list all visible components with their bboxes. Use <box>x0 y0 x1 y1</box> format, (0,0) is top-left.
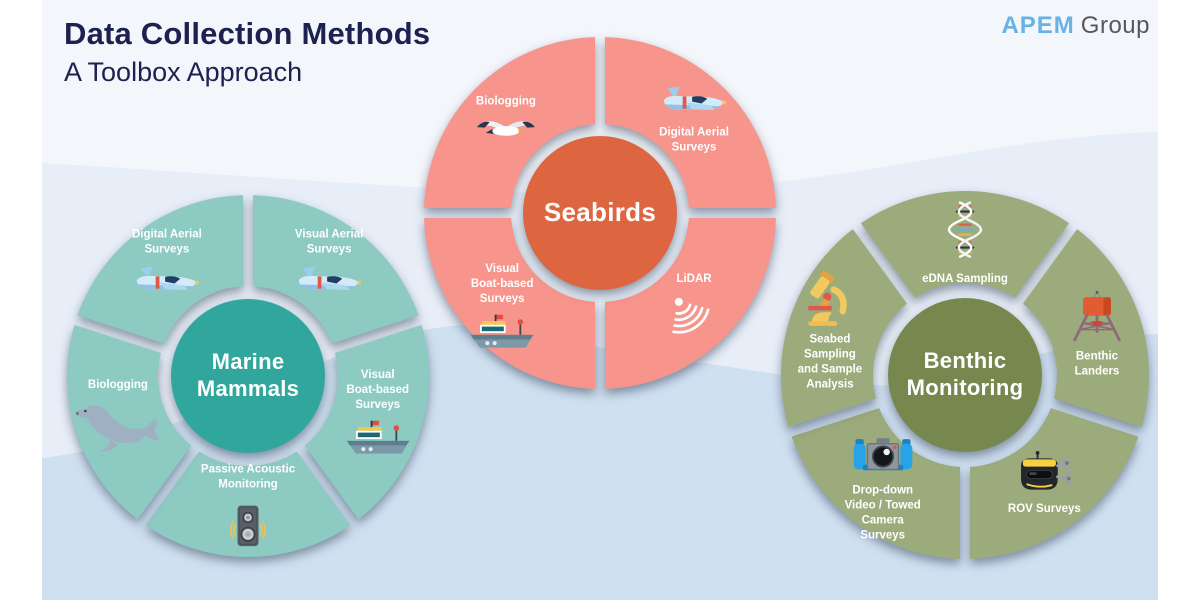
segment-label: Biologging <box>475 95 536 108</box>
wheel-ring-seabirds <box>424 37 776 389</box>
segment-biologging <box>424 37 595 208</box>
lidar-icon <box>669 292 719 342</box>
center-circle-benthic-monitoring <box>888 298 1042 452</box>
segment-label: LiDAR <box>676 273 712 286</box>
segment-label: Seabed Sampling and Sample Analysis <box>797 333 863 391</box>
wheel-title-benthic-monitoring: Benthic Monitoring <box>906 348 1024 400</box>
segment-visual-boat-based-surveys <box>304 324 429 520</box>
segment-content-seabed-sampling-and-sample-analysis: Seabed Sampling and Sample Analysis <box>764 270 896 393</box>
segment-content-passive-acoustic-monitoring: Passive Acoustic Monitoring <box>182 463 314 556</box>
seal-icon <box>73 398 163 454</box>
center-circle-marine-mammals <box>171 299 325 453</box>
microscope-icon <box>801 270 859 328</box>
segment-content-biologging: Biologging <box>52 378 184 454</box>
segment-digital-aerial-surveys <box>77 195 243 344</box>
segment-seabed-sampling-and-sample-analysis <box>781 229 907 428</box>
center-circle-seabirds <box>523 136 677 290</box>
segment-digital-aerial-surveys <box>605 37 776 208</box>
logo-apem: APEM <box>1001 12 1075 39</box>
page-subtitle: A Toolbox Approach <box>64 57 303 87</box>
logo-group: Group <box>1080 12 1150 39</box>
camera-icon <box>850 433 916 479</box>
segment-visual-aerial-surveys <box>253 195 419 344</box>
boat-icon <box>469 312 535 352</box>
segment-content-visual-boat-based-surveys: Visual Boat-based Surveys <box>312 368 444 458</box>
segment-label: Visual Boat-based Surveys <box>470 263 534 306</box>
segment-label: Visual Boat-based Surveys <box>346 369 410 412</box>
segment-label: Visual Aerial Surveys <box>294 228 364 256</box>
segment-label: Drop-down Video / Towed Camera Surveys <box>844 484 921 542</box>
segment-content-visual-boat-based-surveys: Visual Boat-based Surveys <box>436 263 568 353</box>
segment-content-digital-aerial-surveys: Digital Aerial Surveys <box>628 83 760 156</box>
segment-content-digital-aerial-surveys: Digital Aerial Surveys <box>101 228 233 301</box>
wheel-title-seabirds: Seabirds <box>543 197 657 228</box>
wheel-title-marine-mammals: Marine Mammals <box>196 349 300 401</box>
segment-label: Passive Acoustic Monitoring <box>200 463 296 491</box>
segment-drop-down-video-towed-camera-surveys <box>791 408 960 559</box>
segment-content-drop-down-video-towed-camera-surveys: Drop-down Video / Towed Camera Surveys <box>817 433 949 544</box>
segment-label: Biologging <box>87 378 148 391</box>
lander-icon <box>1067 290 1127 344</box>
plane-icon <box>133 263 201 301</box>
page-title: Data Collection Methods <box>64 16 431 51</box>
seagull-icon <box>475 114 537 143</box>
dna-icon <box>947 197 983 267</box>
segment-lidar <box>605 218 776 389</box>
segment-passive-acoustic-monitoring <box>145 451 351 557</box>
segment-label: Digital Aerial Surveys <box>659 126 729 154</box>
segment-content-benthic-landers: Benthic Landers <box>1031 290 1163 379</box>
segment-label: ROV Surveys <box>1007 503 1081 516</box>
segment-content-lidar: LiDAR <box>628 272 760 342</box>
plane-icon <box>660 83 728 121</box>
segment-label: Benthic Landers <box>1074 350 1120 378</box>
segment-edna-sampling <box>860 190 1070 298</box>
plane-icon <box>295 263 363 301</box>
header: Data Collection Methods A Toolbox Approa… <box>64 16 430 88</box>
segment-label: eDNA Sampling <box>922 273 1008 286</box>
segment-content-biologging: Biologging <box>440 94 572 143</box>
segment-label: Digital Aerial Surveys <box>131 228 202 256</box>
segment-content-rov-surveys: ROV Surveys <box>978 451 1110 517</box>
segment-content-edna-sampling: eDNA Sampling <box>899 197 1031 287</box>
speaker-icon <box>227 497 269 555</box>
rov-icon <box>1010 451 1078 497</box>
segment-visual-boat-based-surveys <box>424 218 595 389</box>
segment-biologging <box>67 324 192 520</box>
segment-content-visual-aerial-surveys: Visual Aerial Surveys <box>263 228 395 301</box>
wheel-ring-marine-mammals <box>67 195 429 557</box>
